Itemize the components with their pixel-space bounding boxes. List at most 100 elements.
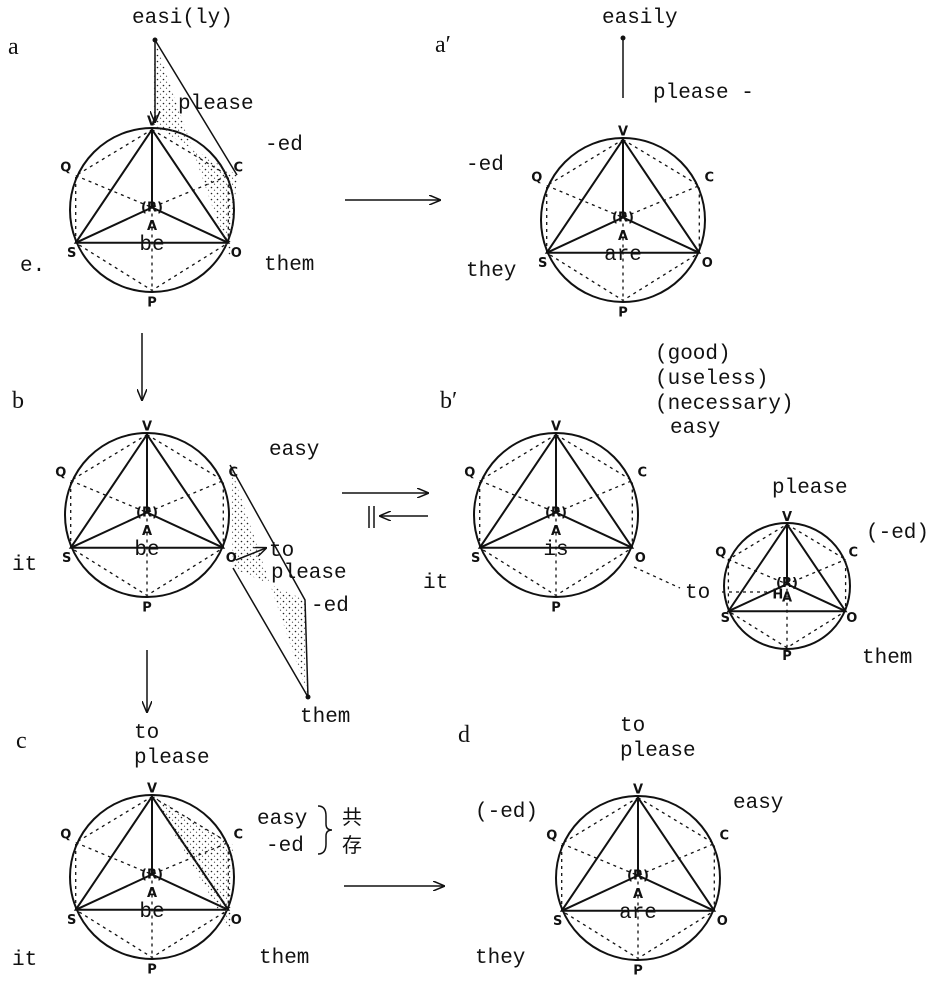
fig-a-vertex-a: A <box>147 219 157 234</box>
fig-bp-vertex-s: S <box>471 551 480 566</box>
fig-bp-hexagon <box>479 433 633 597</box>
fig-d-vertex-r: (R) <box>627 869 649 884</box>
fig-d-outer-triangle <box>559 795 717 912</box>
fig-d-vertex-v: V <box>633 783 643 798</box>
fig-bp-vertex-q: Q <box>464 466 475 481</box>
fig-a-vertex-r: (R) <box>141 201 163 216</box>
word-a-suffix: -ed <box>265 134 303 157</box>
arrow-to-please-b <box>235 548 266 561</box>
fig-b-vertex-v: V <box>142 420 152 435</box>
fig-c-vertex-q: Q <box>60 828 71 843</box>
fig-d-vertex-p: P <box>633 963 643 978</box>
fig-a-vertex-p: P <box>147 295 157 310</box>
fig-a-vertex-c: C <box>233 161 243 176</box>
fig-a-vertex-s: S <box>67 246 76 261</box>
word-b-prime-alt3: (necessary) <box>655 393 794 416</box>
word-d-subject: they <box>475 947 525 970</box>
fig-ap-hexagon <box>546 138 700 302</box>
fig-a-hexagon <box>75 128 229 292</box>
fig-c-vertex-o: O <box>231 913 242 928</box>
fig-b-vertex-o: O <box>226 551 237 566</box>
fig-b-vertex-s: S <box>62 551 71 566</box>
word-b-subject: it <box>12 554 37 577</box>
word-c-subject: it <box>12 949 37 972</box>
wedge-edge-a <box>154 39 238 176</box>
word-d-adjective: easy <box>733 792 783 815</box>
fig-a-mid-word: be <box>139 234 164 257</box>
word-b-suffix: -ed <box>311 595 349 618</box>
word-b-verb: please <box>271 562 347 585</box>
fig-bps-vertex-r: (R) <box>776 576 798 591</box>
fig-b-outer-triangle <box>68 432 226 549</box>
fig-d-mid-word: are <box>619 902 657 925</box>
word-d-to: to <box>620 715 645 738</box>
word-c-adjective: easy <box>257 808 307 831</box>
word-b-prime-alt2: (useless) <box>655 368 768 391</box>
word-a-subject: e. <box>20 255 45 278</box>
word-b-prime-sub-suffix: (-ed) <box>866 522 929 545</box>
fig-b-vertex-p: P <box>142 600 152 615</box>
fig-ap-vertex-a: A <box>618 229 628 244</box>
word-c-object: them <box>259 947 309 970</box>
fig-d-vertex-a: A <box>633 887 643 902</box>
word-b-prime-adjective: easy <box>670 417 720 440</box>
fig-bp-vertex-o: O <box>635 551 646 566</box>
word-a-top: easi(ly) <box>132 7 233 30</box>
fig-bps-vertex-q: Q <box>715 545 726 560</box>
word-c-suffix: -ed <box>266 835 304 858</box>
word-b-object: them <box>300 706 350 729</box>
word-b-adjective: easy <box>269 439 319 462</box>
fig-c-mid-word: be <box>139 901 164 924</box>
fig-a-outer-triangle <box>73 127 231 244</box>
point-top-a <box>152 37 158 43</box>
panel-label-b-prime: b′ <box>440 388 457 414</box>
panel-label-c: c <box>16 728 27 754</box>
word-b-prime-alt1: (good) <box>655 343 731 366</box>
fig-bps-vertex-v: V <box>782 510 792 525</box>
word-c-to: to <box>134 722 159 745</box>
fig-bps-vertex-s: S <box>721 611 730 626</box>
fig-ap-vertex-p: P <box>618 305 628 320</box>
word-b-prime-subject: it <box>423 572 448 595</box>
word-a-prime-suffix: -ed <box>466 154 504 177</box>
shaded-wedge-c <box>152 795 233 930</box>
connector-b-prime <box>633 566 681 589</box>
word-b-prime-sub-object: them <box>862 647 912 670</box>
fig-bp-vertex-r: (R) <box>545 506 567 521</box>
fig-ap-vertex-r: (R) <box>612 211 634 226</box>
word-b-prime-sub-verb: please <box>772 477 848 500</box>
fig-d-vertex-q: Q <box>546 829 557 844</box>
fig-b-mid-word: be <box>134 539 159 562</box>
fig-ap-vertex-o: O <box>702 256 713 271</box>
fig-bps-vertex-a: A <box>782 590 792 605</box>
fig-b-hexagon <box>70 433 224 597</box>
fig-b-vertex-r: (R) <box>136 506 158 521</box>
word-b-prime-to: to <box>685 582 710 605</box>
fig-b-vertex-q: Q <box>55 466 66 481</box>
fig-d-hexagon <box>561 796 715 960</box>
fig-bps-vertex-p: P <box>782 649 792 664</box>
word-c-cjk-1: 共 <box>342 805 362 829</box>
fig-bp-vertex-c: C <box>637 466 647 481</box>
fig-bps-vertex-h: H <box>772 587 783 602</box>
panel-label-a: a <box>8 34 19 60</box>
fig-b-vertex-a: A <box>142 524 152 539</box>
word-d-verb: please <box>620 740 696 763</box>
word-a-object: them <box>264 254 314 277</box>
point-top-a-prime <box>620 35 626 41</box>
word-a-verb: please <box>178 93 254 116</box>
fig-ap-vertex-q: Q <box>531 171 542 186</box>
shaded-wedge-a <box>152 40 237 258</box>
fig-a-vertex-q: Q <box>60 161 71 176</box>
word-a-prime-verb: please - <box>653 82 754 105</box>
word-a-prime-top: easily <box>602 7 678 30</box>
fig-bp-vertex-v: V <box>551 420 561 435</box>
word-d-suffix: (-ed) <box>475 801 538 824</box>
fig-bp-mid-word: is <box>543 539 568 562</box>
shaded-wedge-b <box>230 465 308 697</box>
fig-d-vertex-s: S <box>553 914 562 929</box>
fig-bps-outer-triangle <box>726 522 848 613</box>
